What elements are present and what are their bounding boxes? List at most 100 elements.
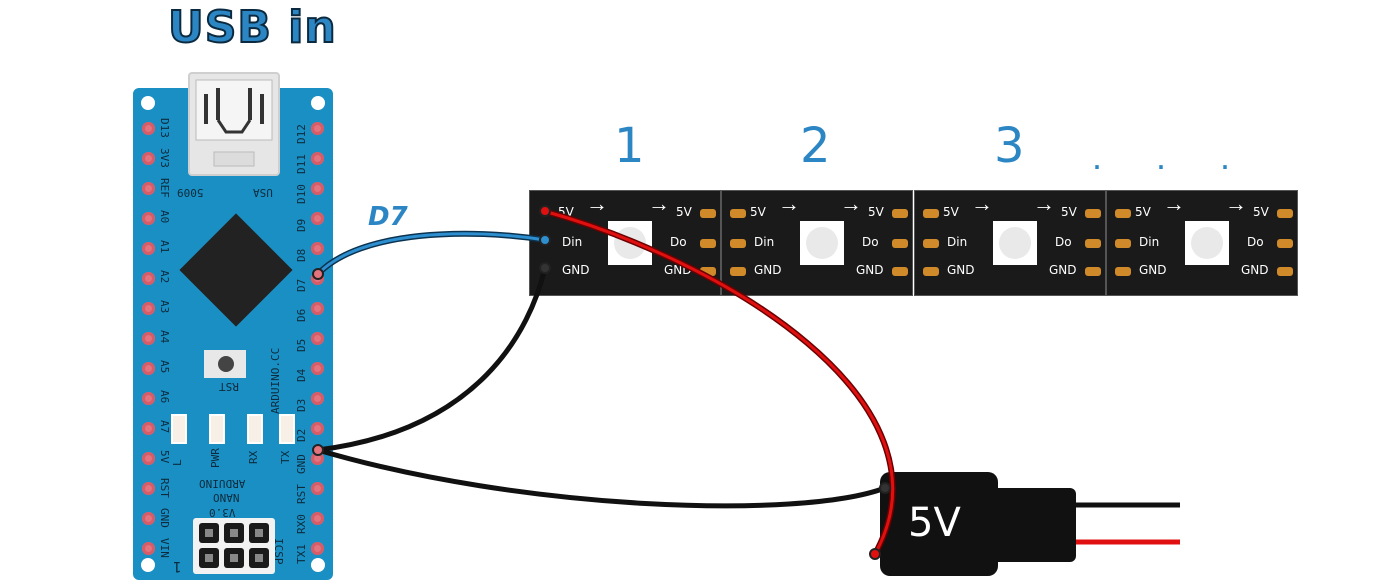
solder-pad bbox=[923, 239, 939, 248]
pin-gnd bbox=[142, 512, 155, 525]
power-plug-collar bbox=[990, 488, 1076, 562]
arrow-right-icon: → bbox=[1225, 191, 1247, 216]
pad-label-din: Din bbox=[562, 235, 583, 249]
pin-a5 bbox=[142, 362, 155, 375]
pin-d8 bbox=[311, 242, 324, 255]
pin-tx1 bbox=[311, 542, 324, 555]
solder-pad bbox=[730, 239, 746, 248]
pin-a3 bbox=[142, 302, 155, 315]
solder-pad bbox=[1277, 267, 1293, 276]
solder-pad bbox=[892, 209, 908, 218]
pad-label-gnd: GND bbox=[856, 263, 884, 277]
pad-label-5v: 5V bbox=[1253, 205, 1269, 219]
pin-a4 bbox=[142, 332, 155, 345]
rgb-led bbox=[800, 221, 844, 265]
ground-wire-plug bbox=[317, 447, 886, 509]
arrow-right-icon: → bbox=[840, 191, 862, 216]
pin-d11 bbox=[311, 152, 324, 165]
pin-3v3 bbox=[142, 152, 155, 165]
arrow-right-icon: → bbox=[778, 191, 800, 216]
solder-pad bbox=[700, 239, 716, 248]
reset-button-cap[interactable] bbox=[218, 356, 234, 372]
power-wire bbox=[543, 209, 895, 555]
pin-a7 bbox=[142, 422, 155, 435]
wire-end bbox=[312, 268, 324, 280]
wire-end bbox=[539, 262, 551, 274]
usb-in-title: USB in bbox=[167, 1, 337, 54]
solder-pad bbox=[730, 267, 746, 276]
pin-d4 bbox=[311, 362, 324, 375]
icsp-header bbox=[193, 518, 275, 574]
pin-d3 bbox=[311, 392, 324, 405]
mount-hole bbox=[311, 96, 325, 110]
icsp-pin bbox=[224, 523, 244, 543]
ground-wire-strip bbox=[317, 267, 548, 453]
pin-d9 bbox=[311, 212, 324, 225]
icsp-pin bbox=[199, 548, 219, 568]
solder-pad bbox=[1085, 239, 1101, 248]
solder-pad bbox=[923, 267, 939, 276]
arrow-right-icon: → bbox=[971, 191, 993, 216]
pin-vin bbox=[142, 542, 155, 555]
pin-rst bbox=[142, 482, 155, 495]
rgb-led bbox=[993, 221, 1037, 265]
pad-label-5v: 5V bbox=[1135, 205, 1151, 219]
icsp-pin bbox=[224, 548, 244, 568]
wire-end bbox=[539, 205, 551, 217]
led-l bbox=[171, 414, 187, 444]
pad-label-gnd: GND bbox=[1049, 263, 1077, 277]
wire-end bbox=[879, 482, 891, 494]
solder-pad bbox=[700, 267, 716, 276]
data-wire-d7 bbox=[316, 232, 546, 276]
solder-pad bbox=[1115, 209, 1131, 218]
led-number-2: 2 bbox=[800, 118, 831, 174]
pin-a1 bbox=[142, 242, 155, 255]
pad-label-din: Din bbox=[1139, 235, 1160, 249]
solder-pad bbox=[892, 239, 908, 248]
pin-d12 bbox=[311, 122, 324, 135]
arrow-right-icon: → bbox=[648, 191, 670, 216]
usb-connector bbox=[188, 72, 280, 176]
led-rx bbox=[247, 414, 263, 444]
led-pwr bbox=[209, 414, 225, 444]
data-wire-outline bbox=[315, 230, 546, 277]
wire-end bbox=[312, 444, 324, 456]
solder-pad bbox=[1115, 239, 1131, 248]
pin-a6 bbox=[142, 392, 155, 405]
pin-d5 bbox=[311, 332, 324, 345]
icsp-pin bbox=[249, 548, 269, 568]
led-segment-4: 5V Din GND 5V Do GND → → bbox=[1106, 190, 1298, 296]
wire-end bbox=[539, 234, 551, 246]
icsp-pin bbox=[199, 523, 219, 543]
arrow-right-icon: → bbox=[1163, 191, 1185, 216]
pad-label-5v: 5V bbox=[1061, 205, 1077, 219]
arrow-right-icon: → bbox=[586, 191, 608, 216]
pin-ref bbox=[142, 182, 155, 195]
pin-d13 bbox=[142, 122, 155, 135]
pad-label-gnd: GND bbox=[562, 263, 590, 277]
led-number-1: 1 bbox=[614, 118, 645, 174]
pad-label-do: Do bbox=[862, 235, 879, 249]
pin-d2 bbox=[311, 422, 324, 435]
pin-d6 bbox=[311, 302, 324, 315]
solder-pad bbox=[1115, 267, 1131, 276]
led-segment-2: 5V Din GND 5V Do GND → → bbox=[721, 190, 913, 296]
pad-label-do: Do bbox=[1055, 235, 1072, 249]
solder-pad bbox=[1085, 209, 1101, 218]
mount-hole bbox=[141, 96, 155, 110]
power-plug-body bbox=[880, 472, 998, 576]
solder-pad bbox=[700, 209, 716, 218]
pad-label-5v: 5V bbox=[943, 205, 959, 219]
data-wire-label: D7 bbox=[368, 202, 408, 232]
more-leds-ellipsis: . . . bbox=[1092, 136, 1253, 177]
pad-label-5v: 5V bbox=[750, 205, 766, 219]
rgb-led bbox=[1185, 221, 1229, 265]
mount-hole bbox=[311, 558, 325, 572]
led-segment-3: 5V Din GND 5V Do GND → → bbox=[914, 190, 1106, 296]
solder-pad bbox=[1277, 209, 1293, 218]
arrow-right-icon: → bbox=[1033, 191, 1055, 216]
pad-label-5v: 5V bbox=[868, 205, 884, 219]
pad-label-do: Do bbox=[1247, 235, 1264, 249]
pin-a2 bbox=[142, 272, 155, 285]
white-fade bbox=[1200, 455, 1310, 585]
